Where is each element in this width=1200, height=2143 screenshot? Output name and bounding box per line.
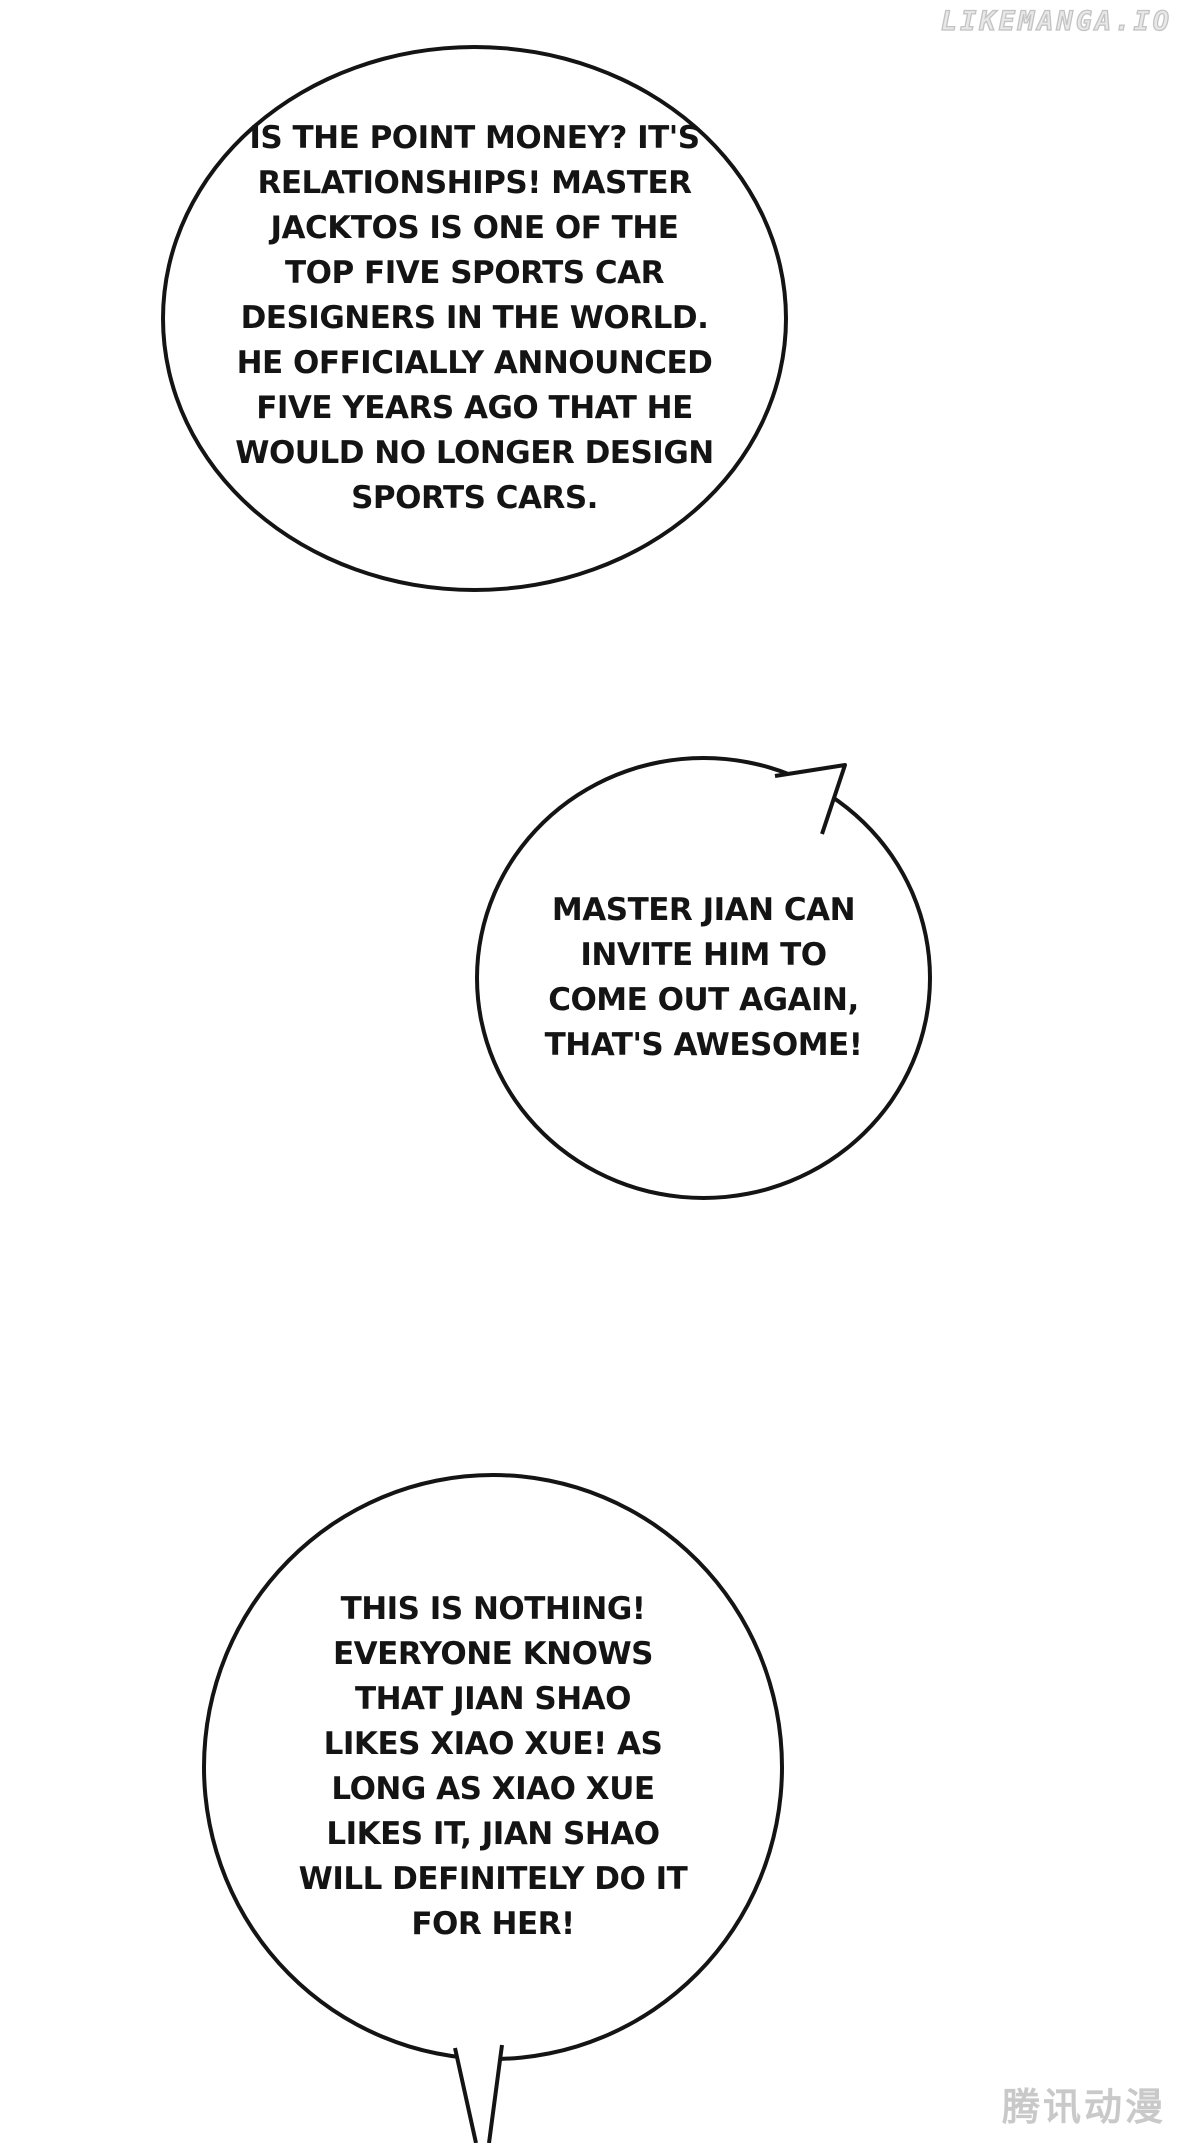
speech-bubble-2-text: MASTER JIAN CAN INVITE HIM TO COME OUT A…: [544, 892, 863, 1063]
speech-bubble-2: MASTER JIAN CAN INVITE HIM TO COME OUT A…: [475, 756, 932, 1200]
speech-bubble-2-tail: [774, 763, 847, 835]
site-watermark: LIKEMANGA.IO: [940, 5, 1172, 37]
publisher-logo: 腾讯动漫: [1001, 2085, 1166, 2129]
speech-bubble-1-text: IS THE POINT MONEY? IT'S RELATIONSHIPS! …: [235, 120, 714, 516]
speech-bubble-3: THIS IS NOTHING! EVERYONE KNOWS THAT JIA…: [202, 1473, 784, 2061]
speech-bubble-1: IS THE POINT MONEY? IT'S RELATIONSHIPS! …: [161, 45, 788, 592]
speech-bubble-3-tail: [453, 2044, 504, 2143]
speech-bubble-3-text: THIS IS NOTHING! EVERYONE KNOWS THAT JIA…: [298, 1591, 688, 1942]
